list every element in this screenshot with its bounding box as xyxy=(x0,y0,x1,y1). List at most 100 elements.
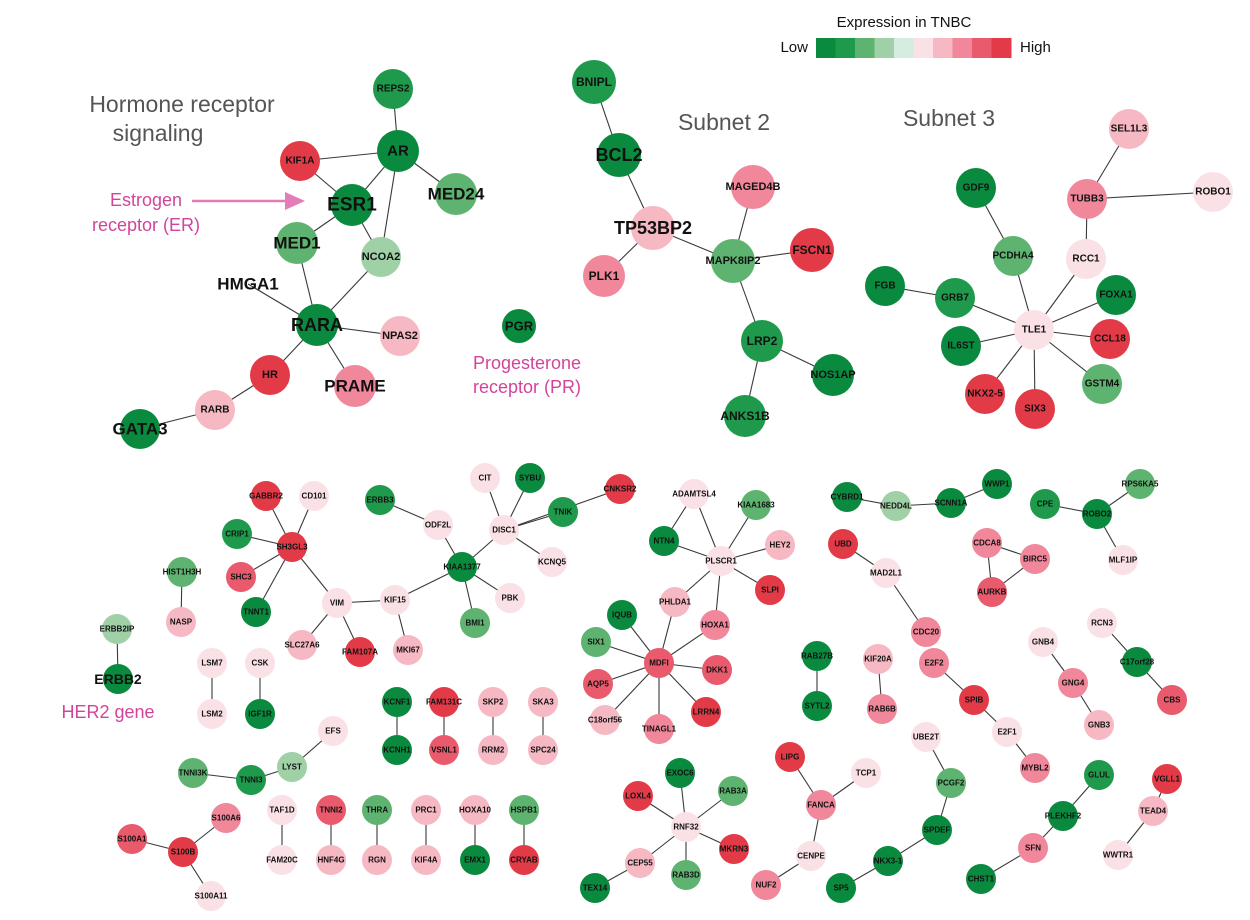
node-label: HSPB1 xyxy=(511,806,538,815)
node-circle xyxy=(460,608,490,638)
node-label: EMX1 xyxy=(464,856,486,865)
node-label: RRM2 xyxy=(482,746,505,755)
node-label: SHC3 xyxy=(230,573,252,582)
node-label: KCNF1 xyxy=(384,698,411,707)
node-circle xyxy=(605,474,635,504)
node-circle xyxy=(919,648,949,678)
node-circle xyxy=(625,848,655,878)
node-label: MED1 xyxy=(273,234,320,253)
node-label: MKRN3 xyxy=(720,845,749,854)
node-circle xyxy=(120,409,160,449)
node-circle xyxy=(382,687,412,717)
node-erbb3: ERBB3 xyxy=(365,485,395,515)
node-lsm7: LSM7 xyxy=(197,648,227,678)
node-label: UBD xyxy=(834,540,852,549)
node-csk: CSK xyxy=(245,648,275,678)
node-rnf32: RNF32 xyxy=(671,812,701,842)
node-circle xyxy=(865,266,905,306)
node-circle xyxy=(250,355,290,395)
node-circle xyxy=(528,687,558,717)
node-tnni3k: TNNI3K xyxy=(178,758,208,788)
node-circle xyxy=(741,490,771,520)
node-label: RARB xyxy=(201,405,230,416)
node-label: FOXA1 xyxy=(1099,290,1133,301)
node-tnni3: TNNI3 xyxy=(236,765,266,795)
node-circle xyxy=(706,546,736,576)
node-circle xyxy=(1018,833,1048,863)
node-nkx2-5: NKX2-5 xyxy=(965,374,1005,414)
node-label: RAB3D xyxy=(672,871,700,880)
node-pcdha4: PCDHA4 xyxy=(992,236,1034,276)
node-emx1: EMX1 xyxy=(460,845,490,875)
node-circle xyxy=(251,481,281,511)
node-label: CRYAB xyxy=(510,856,538,865)
node-circle xyxy=(711,239,755,283)
node-label: ESR1 xyxy=(327,195,377,216)
node-label: AQP5 xyxy=(587,680,609,689)
node-shc3: SHC3 xyxy=(226,562,256,592)
node-label: SP5 xyxy=(833,884,849,893)
node-circle xyxy=(117,824,147,854)
node-circle xyxy=(936,488,966,518)
node-circle xyxy=(607,600,637,630)
node-tp53bp2: TP53BP2 xyxy=(614,206,692,250)
node-circle xyxy=(316,795,346,825)
node-fgb: FGB xyxy=(865,266,905,306)
node-ar: AR xyxy=(377,130,419,172)
legend-high-label: High xyxy=(1020,39,1051,56)
node-mki67: MKI67 xyxy=(393,635,423,665)
node-label: SPDEF xyxy=(924,826,951,835)
node-hr: HR xyxy=(250,355,290,395)
node-circle xyxy=(334,365,376,407)
node-circle xyxy=(755,575,785,605)
node-label: REPS2 xyxy=(377,84,410,95)
node-circle xyxy=(802,641,832,671)
node-circle xyxy=(537,547,567,577)
node-circle xyxy=(528,735,558,765)
node-sh3gl3: SH3GL3 xyxy=(276,532,308,562)
node-circle xyxy=(1020,753,1050,783)
node-label: NKX3-1 xyxy=(874,857,903,866)
node-rrm2: RRM2 xyxy=(478,735,508,765)
node-circle xyxy=(993,236,1033,276)
node-erbb2ip: ERBB2IP xyxy=(100,614,135,644)
node-circle xyxy=(796,841,826,871)
node-label: FAM107A xyxy=(342,648,378,657)
node-label: HMGA1 xyxy=(217,275,278,294)
node-circle xyxy=(280,141,320,181)
node-circle xyxy=(1014,310,1054,350)
node-label: CEP55 xyxy=(627,859,653,868)
node-circle xyxy=(299,481,329,511)
node-circle xyxy=(1152,764,1182,794)
node-circle xyxy=(581,627,611,657)
node-label: TNNI3K xyxy=(179,769,208,778)
node-label: SH3GL3 xyxy=(276,543,308,552)
node-pgr: PGR xyxy=(502,309,536,343)
node-label: THRA xyxy=(366,806,388,815)
node-label: GABBR2 xyxy=(249,492,283,501)
node-circle xyxy=(178,758,208,788)
node-circle xyxy=(671,860,701,890)
node-label: NTN4 xyxy=(654,537,675,546)
node-label: TCP1 xyxy=(856,769,877,778)
node-circle xyxy=(322,588,352,618)
node-fscn1: FSCN1 xyxy=(790,228,834,272)
node-label: IL6ST xyxy=(947,341,974,352)
node-label: HOXA1 xyxy=(701,621,729,630)
node-circle xyxy=(211,803,241,833)
node-label: LIPG xyxy=(781,753,800,762)
node-e2f1: E2F1 xyxy=(992,717,1022,747)
node-sp5: SP5 xyxy=(826,873,856,903)
node-hspb1: HSPB1 xyxy=(509,795,539,825)
legend-swatch xyxy=(894,38,914,58)
node-label: RPS6KA5 xyxy=(1122,480,1159,489)
node-label: PRC1 xyxy=(415,806,437,815)
node-circle xyxy=(296,304,338,346)
node-c18orf56: C18orf56 xyxy=(588,705,623,735)
node-circle xyxy=(318,716,348,746)
node-circle xyxy=(411,795,441,825)
node-circle xyxy=(1082,364,1122,404)
node-label: BMI1 xyxy=(465,619,485,628)
node-igf1r: IGF1R xyxy=(245,699,275,729)
node-label: GNB3 xyxy=(1088,721,1111,730)
